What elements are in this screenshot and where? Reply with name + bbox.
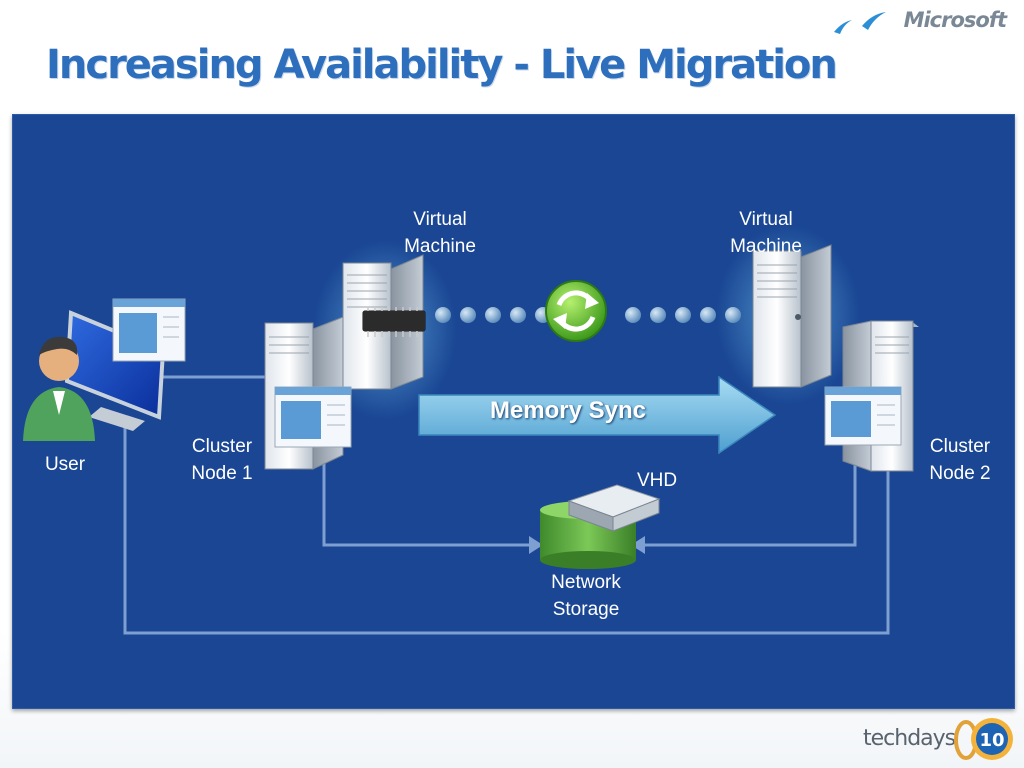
arrow-to-storage-left <box>529 536 543 554</box>
microsoft-logo: Microsoft <box>903 8 1007 32</box>
event-number: 10 <box>979 730 1004 751</box>
techdays-badge-icon: 10 <box>954 718 1013 760</box>
techdays-logo: techdays <box>863 726 956 751</box>
user-label: User <box>44 454 86 475</box>
cluster-node-2-icon <box>824 320 919 472</box>
node1-to-storage-line <box>322 457 529 547</box>
memory-sync-label: Memory Sync <box>489 397 647 424</box>
user-workstation-icon <box>23 298 186 441</box>
virtual-machine-right-icon <box>716 225 860 405</box>
cluster-node-1-icon <box>264 316 352 470</box>
memory-sync-arrow <box>418 375 777 455</box>
bird-logo-icon <box>834 12 886 34</box>
sync-icon <box>545 280 607 342</box>
user-to-node2-line <box>123 417 890 635</box>
node2-to-storage-line <box>645 457 857 547</box>
arrow-to-storage-right <box>631 536 645 554</box>
migration-dots <box>435 307 741 323</box>
vhd-label: VHD <box>636 470 678 491</box>
vhd-disk-icon <box>567 484 661 532</box>
slide-title: Increasing Availability - Live Migration <box>46 42 838 88</box>
connector-lines <box>123 375 890 635</box>
memory-chip-icon <box>362 307 426 337</box>
